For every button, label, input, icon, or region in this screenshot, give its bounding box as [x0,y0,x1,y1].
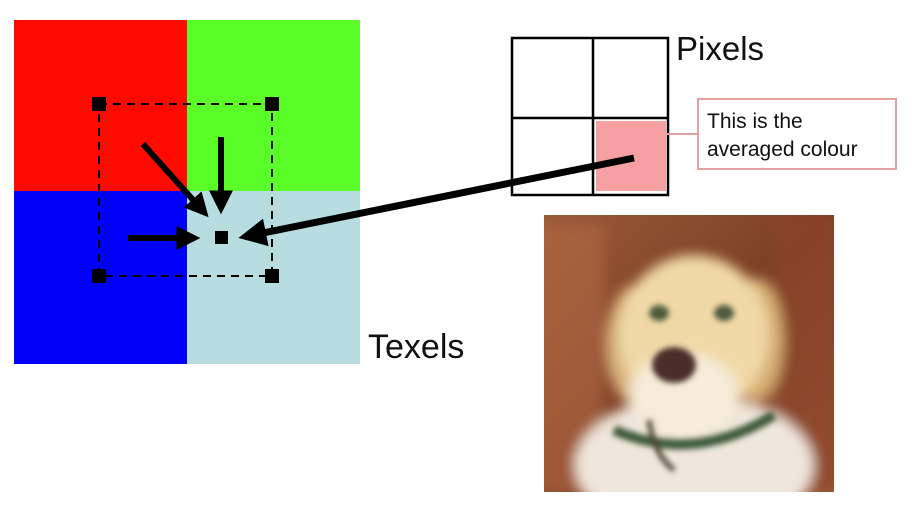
callout-line-2: averaged colour [707,138,858,161]
arrow-from-red [140,141,209,218]
dog-image [544,215,834,492]
sample-center-point [215,231,228,244]
corner-marker [92,97,106,111]
texels-label: Texels [368,328,465,366]
blurred-dog-photo [544,215,834,492]
corner-marker [265,97,279,111]
averaged-colour-callout: This is the averaged colour [697,98,897,170]
pixels-label: Pixels [676,30,765,67]
sample-footprint-box [98,103,273,277]
corner-marker [265,269,279,283]
corner-marker [92,269,106,283]
callout-line-1: This is the [707,110,803,133]
pixel-grid [510,36,670,197]
arrow-from-pixel [238,154,635,247]
